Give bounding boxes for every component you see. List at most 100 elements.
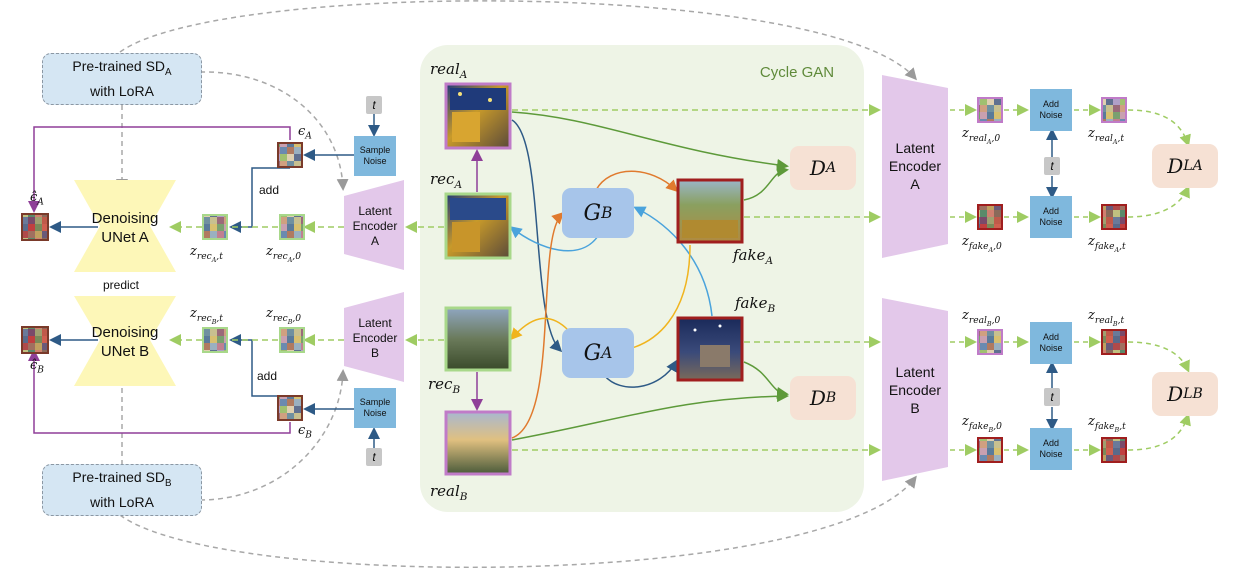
pretrained-a-sub: A — [165, 66, 172, 78]
zfake-a-t-to-dla — [1127, 185, 1190, 218]
zrbt-real: real — [1094, 315, 1113, 326]
zfat-fake: fake — [1094, 241, 1115, 252]
label-predict: predict — [103, 278, 140, 292]
label-add-b: add — [257, 369, 278, 383]
z-rec-a-t-a: A — [211, 255, 217, 264]
real-a-image — [444, 82, 512, 150]
label-fake-a: fakeA — [733, 246, 773, 267]
zreal-b-t-to-dlb — [1127, 341, 1190, 373]
unet-b-line2: UNet B — [100, 343, 150, 360]
real-a-to-g-a — [511, 119, 563, 353]
g-b-letter: G — [583, 200, 602, 226]
rec-a-text: rec — [430, 170, 455, 188]
eps-a-loop — [28, 126, 291, 213]
add-noise-fake-b-line2: Noise — [1039, 449, 1063, 459]
t-box-bottom-left: t — [366, 448, 382, 466]
add-noise-real-b-line1: Add — [1042, 332, 1059, 342]
pretrained-a-line2: with LoRA — [90, 82, 154, 99]
zfake-b-t-to-dlb — [1127, 413, 1191, 451]
big-encoder-b-line2: Encoder — [888, 382, 942, 398]
unet-b-shape — [74, 296, 176, 386]
rec-b-sub: B — [452, 384, 461, 396]
real-a-sub: A — [459, 69, 468, 81]
zra0-z: z — [962, 126, 969, 141]
big-encoder-b-label: Latent Encoder B — [882, 362, 948, 418]
z-rec-b-0-b: B — [287, 317, 293, 326]
eps-hat-b-sub: B — [37, 365, 44, 376]
small-encoder-a-line3: A — [370, 233, 379, 248]
z-fake-a-t-patch — [1101, 204, 1127, 230]
zrat-t: t — [1120, 133, 1125, 144]
eps-a-sub: A — [305, 131, 312, 142]
label-z-real-a-t: zrealA,t — [1088, 126, 1125, 146]
label-z-rec-a-0: zrecA,0 — [266, 244, 301, 264]
zrbt-b: B — [1112, 319, 1118, 328]
z-rec-a-0-rec: rec — [272, 251, 288, 262]
eps-a-patch — [277, 142, 303, 168]
z-fake-a-0-patch — [977, 204, 1003, 230]
fake-a-sub: A — [765, 255, 774, 267]
eps-b-loop — [28, 349, 291, 434]
z-rec-b-0-zero: 0 — [295, 313, 302, 324]
zfb0-z: z — [962, 414, 969, 429]
small-encoder-b-line2: Encoder — [352, 330, 398, 345]
zfa0-fake: fake — [968, 241, 989, 252]
fake-b-to-d-b — [743, 361, 789, 399]
label-z-fake-b-0: zfakeB,0 — [962, 414, 1002, 434]
label-add-a: add — [259, 183, 280, 197]
zra0-real: real — [968, 133, 987, 144]
d-la-sub: LA — [1183, 158, 1203, 174]
zra0-a: A — [986, 137, 992, 146]
z-real-a-0-patch — [977, 97, 1003, 123]
label-z-real-b-t: zrealB,t — [1088, 308, 1125, 328]
unet-a-label: Denoising UNet A — [80, 208, 170, 248]
real-b-image — [444, 410, 512, 476]
big-encoder-a-line3: A — [910, 176, 920, 192]
zrb0-b: B — [986, 319, 992, 328]
zfa0-z: z — [962, 234, 969, 249]
pretrained-b-bottom-curve — [119, 475, 917, 568]
add-noise-real-a-line2: Noise — [1039, 110, 1063, 120]
small-encoder-b-shape — [344, 292, 404, 382]
z-rec-a-t-z: z — [190, 244, 197, 259]
z-rec-a-0-a: A — [287, 255, 293, 264]
add-noise-fake-a-line1: Add — [1042, 206, 1059, 216]
small-encoder-a-line1: Latent — [358, 203, 392, 218]
t-box-right-b: t — [1044, 388, 1060, 406]
label-eps-hat-b: ϵ̂B — [30, 358, 44, 376]
label-eps-b: ϵB — [298, 423, 312, 441]
big-encoder-a-line1: Latent — [895, 140, 935, 156]
zrat-a: A — [1112, 137, 1118, 146]
pretrained-b-to-encoder — [199, 369, 349, 501]
zfbt-z: z — [1088, 414, 1095, 429]
z-rec-a-0-z: z — [266, 244, 273, 259]
t-box-top-left: t — [366, 96, 382, 114]
big-encoder-a-line2: Encoder — [888, 158, 942, 174]
zfb0-b: B — [988, 425, 994, 434]
big-encoder-b-shape — [882, 298, 948, 481]
unet-b-line1: Denoising — [91, 324, 159, 341]
pretrained-sd-b-box: Pre-trained SDB with LoRA — [42, 464, 202, 516]
d-a-letter: D — [809, 156, 826, 180]
unet-b-label: Denoising UNet B — [80, 322, 170, 362]
sample-noise-a-line2: Noise — [363, 156, 387, 166]
big-encoder-b-line3: B — [910, 400, 920, 416]
zra0-zero: 0 — [994, 133, 1001, 144]
g-a-sub: A — [601, 344, 613, 362]
d-b-letter: D — [809, 386, 826, 410]
z-rec-b-0-rec: rec — [272, 313, 288, 324]
unet-a-line1: Denoising — [91, 210, 159, 227]
add-noise-real-a: Add Noise — [1030, 89, 1072, 131]
z-rec-a-t-t: t — [219, 251, 223, 262]
zrat-z: z — [1088, 126, 1095, 141]
z-rec-b-0-z: z — [266, 306, 273, 321]
zfat-t: t — [1122, 241, 1126, 252]
z-rec-b-t-z: z — [190, 306, 197, 321]
add-noise-fake-a-line2: Noise — [1039, 217, 1063, 227]
pretrained-a-line1: Pre-trained SD — [72, 58, 166, 75]
